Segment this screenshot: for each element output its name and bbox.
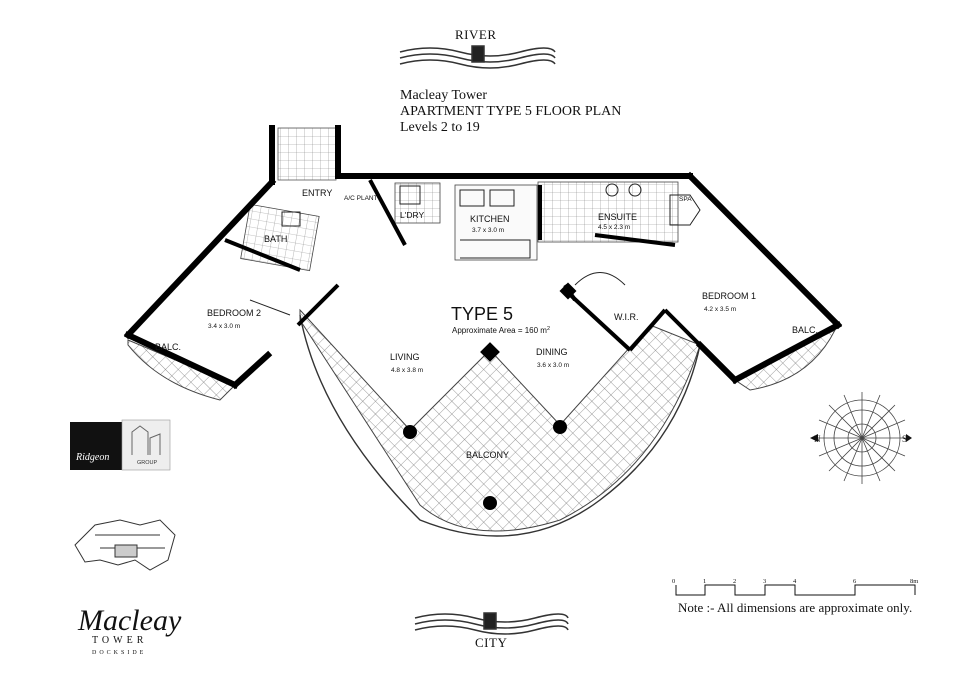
scale-label-2: 2 [733, 578, 736, 585]
compass-rose [810, 392, 912, 484]
label-bedroom1: BEDROOM 1 [702, 291, 756, 301]
balcony-left [127, 339, 236, 401]
orientation-top: RIVER [455, 27, 497, 42]
label-bedroom2: BEDROOM 2 [207, 308, 261, 318]
key-plan [74, 519, 176, 571]
area-superscript: 2 [547, 326, 550, 332]
label-balc-left: BALC. [155, 342, 181, 352]
label-bath: BATH [264, 234, 287, 244]
label-ensuite-dim: 4.5 x 2.3 m [598, 224, 630, 231]
type-label: TYPE 5 [451, 304, 513, 324]
label-living-dim: 4.8 x 3.8 m [391, 367, 423, 374]
ensuite-area [537, 181, 679, 243]
logo-group: GROUP [137, 460, 158, 466]
logo-macleay: Macleay [77, 604, 182, 637]
river-ribbon [399, 45, 556, 69]
scale-label-0: 0 [672, 578, 675, 585]
label-living: LIVING [390, 352, 420, 362]
scale-label-8m: 8m [910, 578, 918, 585]
scale-label-4: 4 [793, 578, 797, 585]
laundry-area [394, 182, 441, 224]
label-kitchen-dim: 3.7 x 3.0 m [472, 227, 504, 234]
label-balc-right: BALC. [792, 325, 818, 335]
header-plan-title: APARTMENT TYPE 5 FLOOR PLAN [400, 104, 622, 119]
ridgeon-logo-box [70, 422, 122, 470]
main-balcony [299, 308, 701, 532]
label-dining-dim: 3.6 x 3.0 m [537, 362, 569, 369]
label-kitchen: KITCHEN [470, 214, 510, 224]
header-building: Macleay Tower [400, 88, 488, 103]
scale-label-6: 6 [853, 578, 857, 585]
scale-label-1: 1 [703, 578, 706, 585]
dimensions-note: Note :- All dimensions are approximate o… [678, 600, 913, 615]
label-spa: SPA [679, 196, 692, 203]
columns [403, 282, 577, 510]
balcony-right [734, 328, 837, 391]
label-dining: DINING [536, 347, 568, 357]
label-bedroom2-dim: 3.4 x 3.0 m [208, 323, 240, 330]
entry-corridor [277, 127, 337, 181]
interior-walls [224, 179, 702, 352]
scale-label-3: 3 [763, 578, 766, 585]
area-label: Approximate Area = 160 m2 [452, 326, 550, 335]
logo-tower: TOWER [92, 635, 147, 646]
exterior-walls [123, 125, 843, 390]
label-bedroom1-dim: 4.2 x 3.5 m [704, 306, 736, 313]
compass-n: N [814, 434, 821, 444]
kitchen-area [454, 184, 538, 261]
header-levels: Levels 2 to 19 [400, 120, 480, 135]
main-balcony-curve [299, 314, 701, 537]
label-ensuite: ENSUITE [598, 212, 637, 222]
macleay-logo: Macleay TOWER DOCKSIDE [77, 604, 182, 656]
scale-bar [675, 584, 916, 596]
label-wir: W.I.R. [614, 312, 639, 322]
label-entry: ENTRY [302, 188, 332, 198]
fixtures [249, 183, 701, 316]
orientation-bottom: CITY [475, 635, 508, 650]
logo-ridgeon: Ridgeon [75, 452, 109, 463]
city-ribbon [414, 612, 569, 635]
label-ac-plant: A/C PLANT [344, 195, 378, 202]
compass-s: S [902, 434, 907, 444]
group-logo-box [121, 419, 171, 471]
logo-dockside: DOCKSIDE [92, 650, 146, 656]
label-laundry: L'DRY [400, 210, 424, 220]
label-balcony: BALCONY [466, 450, 509, 460]
group-logo-building-icon [131, 425, 161, 455]
